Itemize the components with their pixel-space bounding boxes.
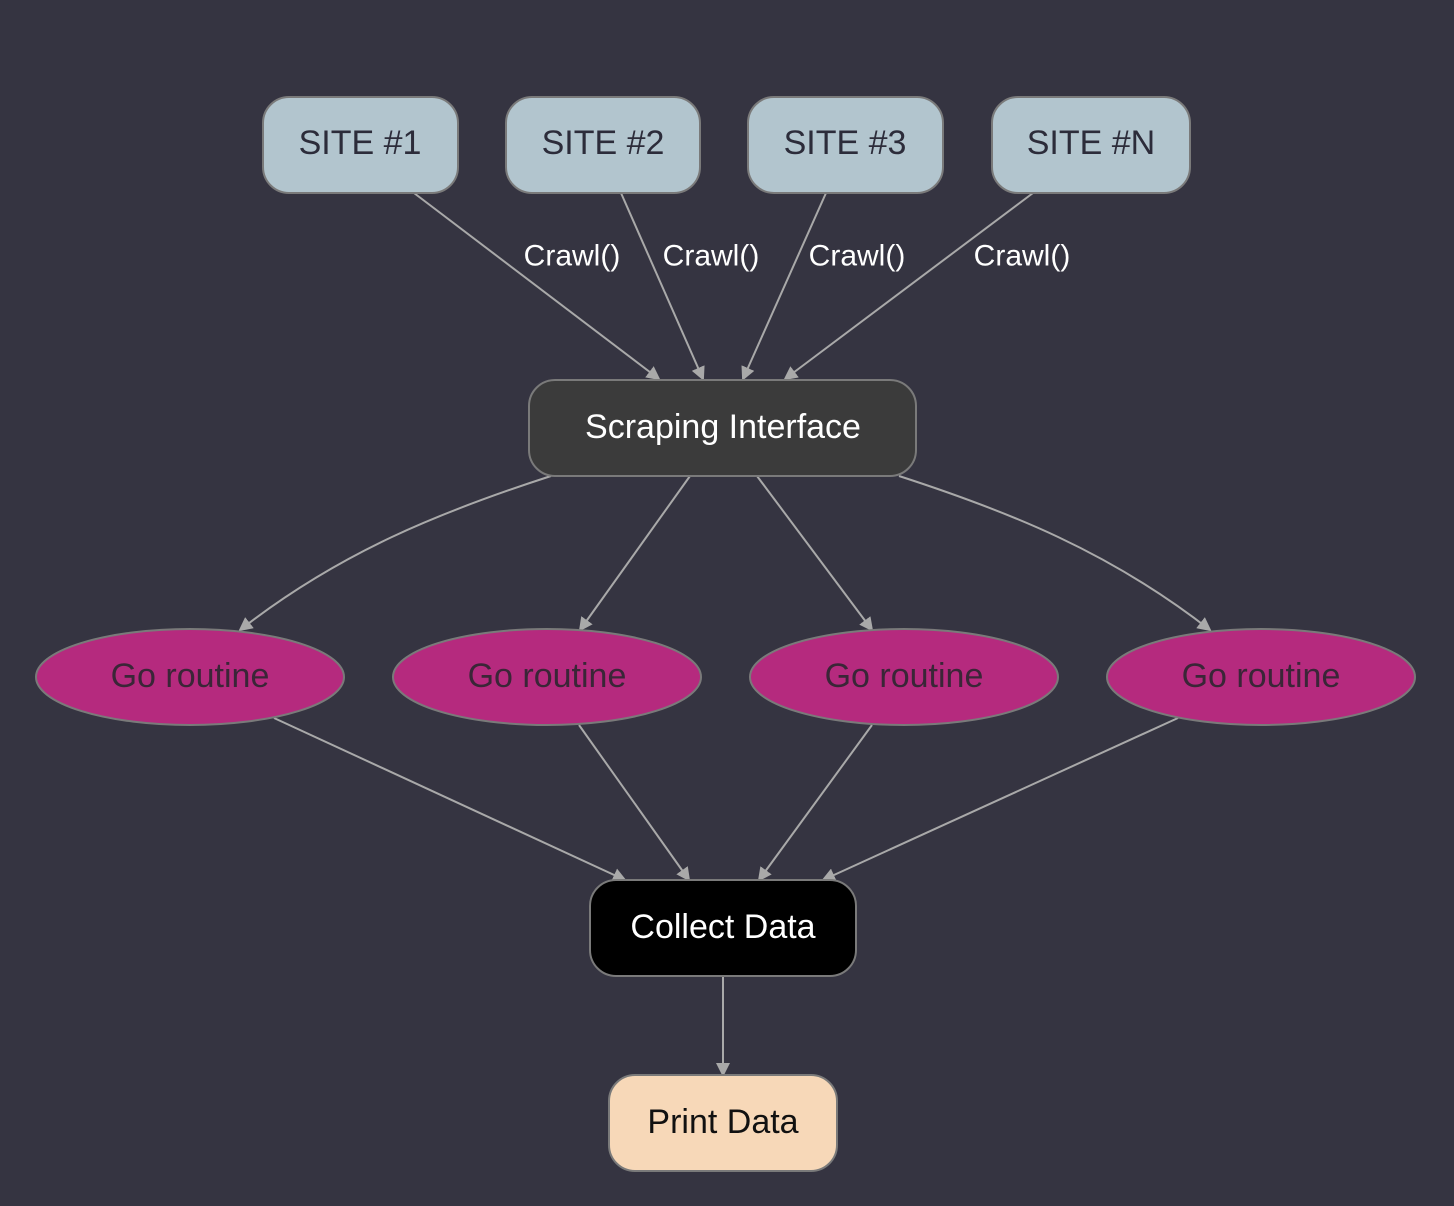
edge-site1-to-interface	[413, 192, 661, 381]
collect-data-node: Collect Data	[589, 879, 857, 977]
edge-siten-to-interface	[783, 192, 1034, 381]
go-routine-3-label: Go routine	[825, 657, 984, 695]
edges-routines-to-collect	[273, 717, 1179, 882]
edge-label-crawl-4: Crawl()	[974, 240, 1071, 273]
go-routine-1-label: Go routine	[111, 657, 270, 695]
go-routine-4-label: Go routine	[1182, 657, 1341, 695]
site-node-1-label: SITE #1	[299, 124, 422, 162]
print-data-node: Print Data	[608, 1074, 838, 1172]
site-node-1: SITE #1	[262, 96, 459, 194]
edge-label-crawl-2: Crawl()	[663, 240, 760, 273]
edge-label-crawl-3: Crawl()	[809, 240, 906, 273]
edge-label-crawl-1: Crawl()	[524, 240, 621, 273]
edge-labels: Crawl() Crawl() Crawl() Crawl()	[524, 240, 1071, 273]
edge-routine-4-to-collect	[821, 717, 1179, 882]
site-node-n-label: SITE #N	[1027, 124, 1155, 162]
site-node-n: SITE #N	[991, 96, 1191, 194]
site-node-3-label: SITE #3	[784, 124, 907, 162]
edge-interface-to-routine-2	[578, 475, 691, 632]
go-routine-node-2: Go routine	[392, 628, 702, 726]
edge-site3-to-interface	[741, 192, 827, 381]
edge-interface-to-routine-3	[756, 475, 874, 632]
go-routine-node-3: Go routine	[749, 628, 1059, 726]
go-routine-node-4: Go routine	[1106, 628, 1416, 726]
edge-site2-to-interface	[620, 192, 705, 381]
print-data-label: Print Data	[647, 1103, 798, 1141]
site-node-2-label: SITE #2	[542, 124, 665, 162]
edges-interface-to-routines	[238, 475, 1212, 632]
scraping-interface-node: Scraping Interface	[528, 379, 917, 477]
go-routine-2-label: Go routine	[468, 657, 627, 695]
edge-interface-to-routine-1	[238, 475, 552, 632]
edge-routine-1-to-collect	[273, 717, 627, 882]
edge-routine-3-to-collect	[757, 724, 873, 882]
site-node-3: SITE #3	[747, 96, 944, 194]
scraping-interface-label: Scraping Interface	[585, 408, 861, 446]
edge-routine-2-to-collect	[578, 724, 691, 882]
edges-sites-to-interface	[413, 192, 1034, 381]
site-node-2: SITE #2	[505, 96, 701, 194]
go-routine-node-1: Go routine	[35, 628, 345, 726]
edge-interface-to-routine-4	[898, 475, 1212, 632]
collect-data-label: Collect Data	[630, 908, 815, 946]
